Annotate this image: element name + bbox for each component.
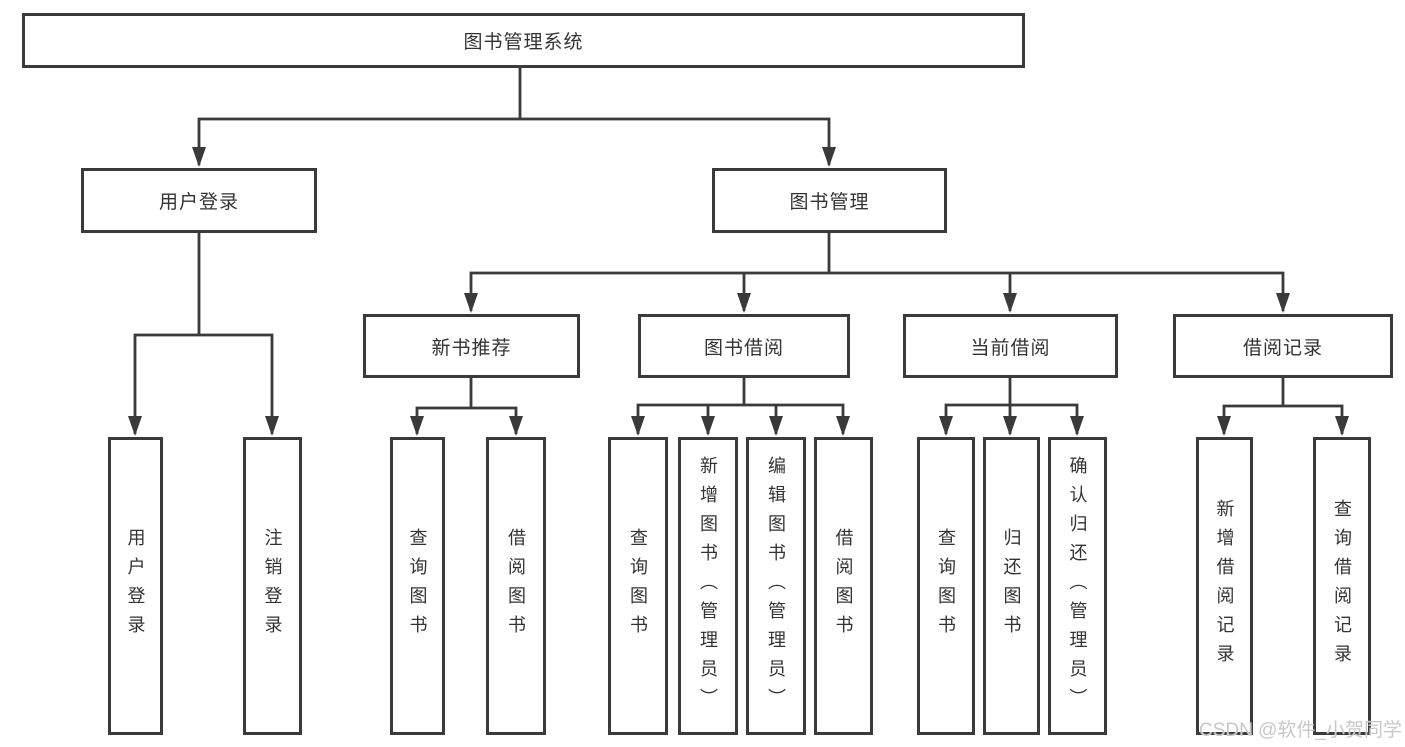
leaf-add-books-admin-label: 新增图书（管理员） — [698, 455, 718, 717]
leaf-borrow-books-borrow: 借阅图书 — [814, 437, 873, 735]
csdn-watermark: CSDN @软件_小贺同学 — [1199, 720, 1402, 741]
leaf-borrow-books-borrow-label: 借阅图书 — [833, 528, 854, 644]
leaf-borrow-books-newbook: 借阅图书 — [486, 437, 546, 735]
leaf-query-books-borrow: 查询图书 — [608, 437, 668, 735]
leaf-logout: 注销登录 — [243, 437, 302, 735]
leaf-query-books-newbook-label: 查询图书 — [407, 528, 428, 644]
leaf-query-books-current-label: 查询图书 — [936, 528, 956, 644]
leaf-add-books-admin: 新增图书（管理员） — [678, 437, 738, 735]
node-current-borrow: 当前借阅 — [903, 314, 1118, 378]
leaf-return-books-label: 归还图书 — [1001, 528, 1022, 644]
node-user-login: 用户登录 — [81, 168, 317, 233]
leaf-edit-books-admin: 编辑图书（管理员） — [746, 437, 806, 735]
leaf-edit-books-admin-label: 编辑图书（管理员） — [766, 455, 786, 717]
leaf-add-borrow-record: 新增借阅记录 — [1196, 437, 1253, 735]
node-new-book-recommend: 新书推荐 — [363, 314, 580, 378]
leaf-query-books-current: 查询图书 — [917, 437, 975, 735]
leaf-query-books-newbook: 查询图书 — [390, 437, 445, 735]
leaf-query-borrow-record-label: 查询借阅记录 — [1332, 499, 1352, 673]
leaf-confirm-return-admin-label: 确认归还（管理员） — [1067, 455, 1088, 717]
leaf-confirm-return-admin: 确认归还（管理员） — [1048, 437, 1107, 735]
node-borrow-records: 借阅记录 — [1173, 314, 1393, 378]
node-book-borrow: 图书借阅 — [638, 314, 850, 378]
leaf-logout-label: 注销登录 — [262, 528, 283, 644]
leaf-query-borrow-record: 查询借阅记录 — [1313, 437, 1371, 735]
leaf-borrow-books-newbook-label: 借阅图书 — [506, 528, 526, 644]
leaf-user-login-label: 用户登录 — [125, 528, 146, 644]
leaf-user-login: 用户登录 — [108, 437, 163, 735]
node-library-system-root: 图书管理系统 — [22, 13, 1025, 68]
leaf-add-borrow-record-label: 新增借阅记录 — [1214, 499, 1235, 673]
leaf-return-books: 归还图书 — [983, 437, 1040, 735]
leaf-query-books-borrow-label: 查询图书 — [628, 528, 648, 644]
node-book-management: 图书管理 — [712, 168, 947, 233]
